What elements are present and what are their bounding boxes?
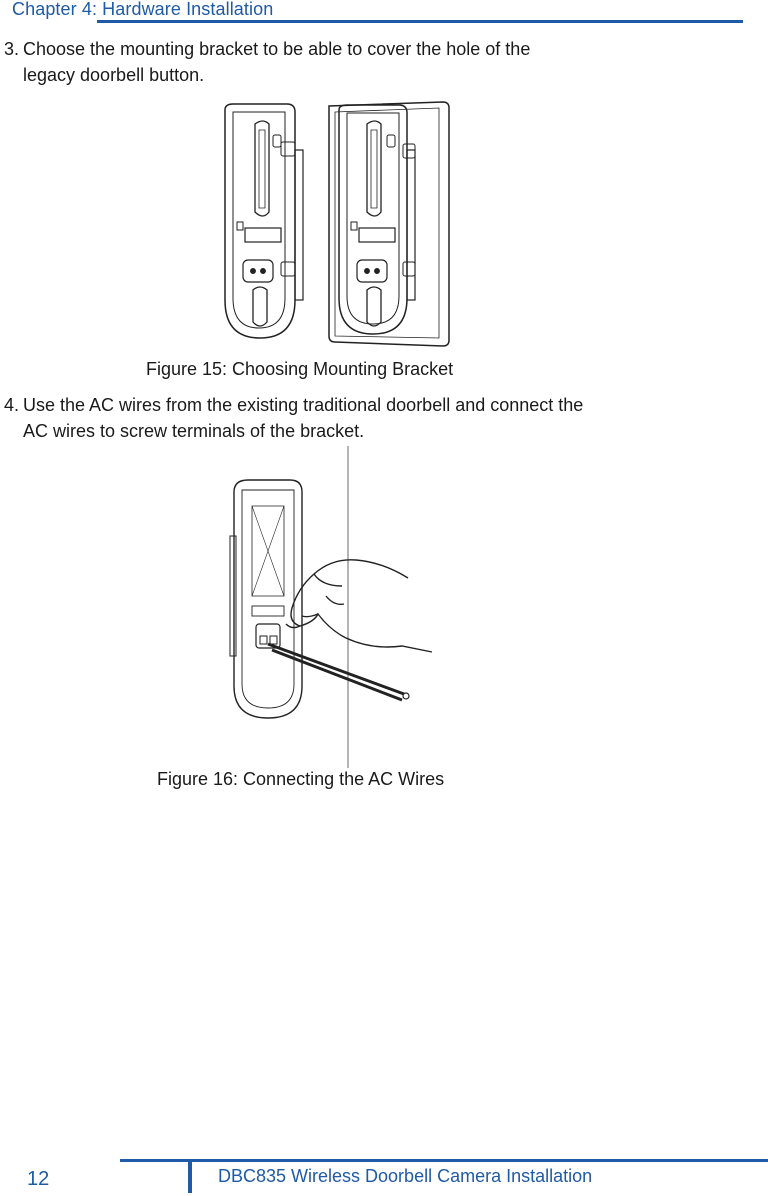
page-number: 12 — [27, 1168, 50, 1190]
step-number: 4. — [4, 395, 20, 415]
step-text-line: Choose the mounting bracket to be able t… — [23, 39, 531, 59]
header-divider — [97, 20, 743, 23]
mounting-bracket-illustration — [224, 101, 450, 347]
step-text-line: Use the AC wires from the existing tradi… — [23, 395, 584, 415]
figure-caption: Figure 16: Connecting the AC Wires — [157, 769, 445, 789]
small-bracket-drawing — [224, 103, 304, 339]
ac-wires-drawing — [267, 642, 410, 702]
step-text-line: legacy doorbell button. — [23, 65, 205, 85]
bracket-back-drawing — [229, 479, 303, 719]
figure-caption: Figure 15: Choosing Mounting Bracket — [146, 359, 454, 379]
chapter-title: Chapter 4: Hardware Installation — [12, 0, 274, 19]
step-text-line: AC wires to screw terminals of the brack… — [23, 421, 365, 441]
large-bracket-drawing — [328, 101, 450, 347]
step-number: 3. — [4, 39, 20, 59]
ac-wires-illustration — [229, 446, 433, 768]
hand-drawing — [285, 559, 433, 653]
footer-divider — [120, 1159, 768, 1162]
footer-document-title: DBC835 Wireless Doorbell Camera Installa… — [218, 1166, 593, 1186]
footer-divider-tick — [188, 1159, 192, 1193]
